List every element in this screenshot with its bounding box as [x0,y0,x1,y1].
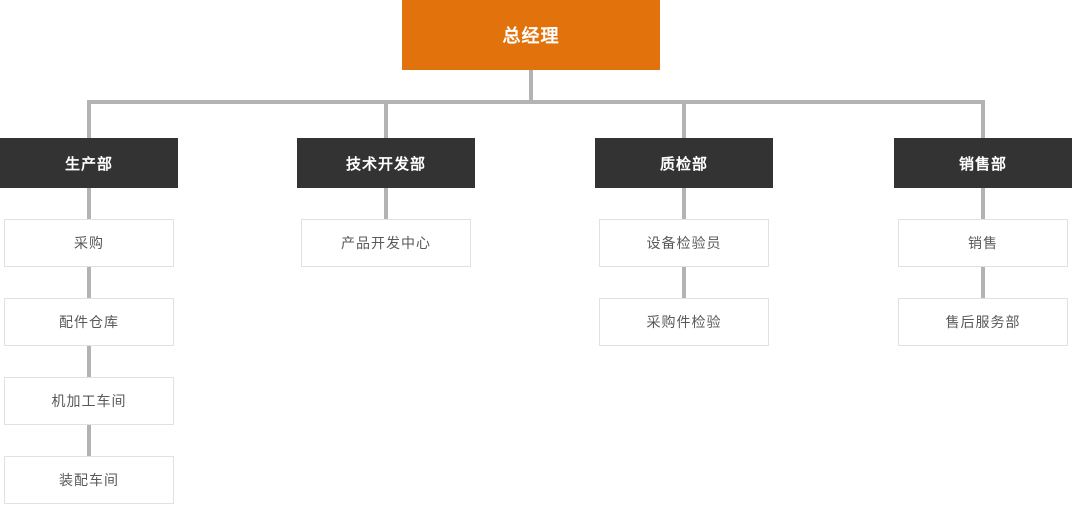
org-node-parts-warehouse[interactable]: 配件仓库 [4,298,174,346]
org-node-sales[interactable]: 销售 [898,219,1068,267]
org-node-label: 生产部 [64,155,113,173]
org-node-label: 总经理 [502,26,560,46]
org-node-label: 配件仓库 [59,314,119,330]
org-node-label: 售后服务部 [945,314,1021,330]
org-node-dept-sales[interactable]: 销售部 [894,138,1072,188]
org-node-equipment-inspector[interactable]: 设备检验员 [599,219,769,267]
org-node-after-sales-service[interactable]: 售后服务部 [898,298,1068,346]
org-node-label: 技术开发部 [345,155,426,173]
connector-vertical [87,425,91,456]
connector-trunk [87,100,985,104]
org-node-assembly-workshop[interactable]: 装配车间 [4,456,174,504]
org-node-dept-production[interactable]: 生产部 [0,138,178,188]
org-node-purchased-parts-inspection[interactable]: 采购件检验 [599,298,769,346]
org-node-label: 销售部 [958,155,1007,173]
org-node-label: 设备检验员 [646,235,722,251]
connector-vertical [87,188,91,219]
org-node-label: 机加工车间 [51,393,127,409]
org-column-sales: 销售部 销售 售后服务部 [894,138,1072,346]
org-node-machining-workshop[interactable]: 机加工车间 [4,377,174,425]
org-node-purchasing[interactable]: 采购 [4,219,174,267]
connector-vertical [384,188,388,219]
org-node-label: 产品开发中心 [341,235,431,251]
org-column-production: 生产部 采购 配件仓库 机加工车间 装配车间 [0,138,178,504]
connector-drop-tech-dev [384,100,388,138]
org-node-label: 质检部 [659,155,708,173]
connector-vertical [682,188,686,219]
org-node-label: 销售 [968,235,998,251]
org-node-general-manager[interactable]: 总经理 [402,0,660,70]
connector-vertical [87,346,91,377]
org-column-quality: 质检部 设备检验员 采购件检验 [595,138,773,346]
org-node-dept-quality[interactable]: 质检部 [595,138,773,188]
org-node-dept-tech-dev[interactable]: 技术开发部 [297,138,475,188]
connector-vertical [87,267,91,298]
org-node-label: 采购件检验 [646,314,722,330]
connector-drop-production [87,100,91,138]
connector-vertical [981,188,985,219]
org-node-label: 采购 [74,235,104,251]
connector-vertical [682,267,686,298]
connector-root-stem [529,70,533,102]
connector-vertical [981,267,985,298]
org-node-product-dev-center[interactable]: 产品开发中心 [301,219,471,267]
connector-drop-sales [981,100,985,138]
org-node-label: 装配车间 [59,472,119,488]
org-column-tech-dev: 技术开发部 产品开发中心 [297,138,475,267]
connector-drop-quality [682,100,686,138]
